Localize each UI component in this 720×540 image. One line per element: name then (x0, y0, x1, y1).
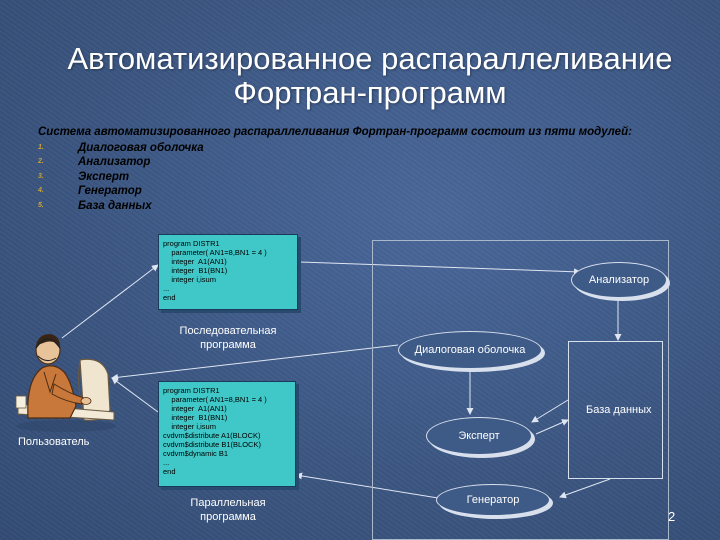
db-to-generator-line (559, 478, 611, 499)
list-label: Генератор (78, 185, 142, 198)
code-line: cvdvm$dynamic B1 (163, 449, 229, 458)
caption-line: Параллельная (190, 497, 266, 509)
caption-line: Последовательная (179, 325, 277, 337)
dialog-shell-node: Диалоговая оболочка (398, 331, 542, 369)
code-line: integer i,isum (163, 275, 216, 284)
list-number: 4. (38, 187, 44, 195)
page-number: 2 (668, 509, 676, 524)
expert-to-db-line (535, 419, 569, 435)
code-line: integer A1(AN1) (163, 257, 227, 266)
code-line: program DISTR1 (163, 386, 220, 395)
analyzer-node: Анализатор (571, 262, 667, 298)
generator-to-parallel-line (295, 472, 439, 499)
list-label: Диалоговая оболочка (78, 142, 204, 154)
list-number: 5. (38, 201, 44, 209)
sequential-program-caption: Последовательная программа (160, 324, 296, 352)
list-item: 1. Диалоговая оболочка (38, 142, 204, 156)
db-to-expert-line (531, 399, 569, 423)
code-line: integer i,isum (163, 422, 216, 431)
code-line: cvdvm$distribute A1(BLOCK) (163, 431, 261, 440)
code-line: integer B1(BN1) (163, 266, 228, 275)
list-item: 2. Анализатор (38, 156, 204, 170)
user-at-computer-icon (15, 334, 116, 432)
code-line: integer B1(BN1) (163, 413, 228, 422)
code-line: parameter( AN1=8,BN1 = 4 ) (163, 248, 267, 257)
code-line: ... (163, 284, 170, 293)
code-line: program DISTR1 (163, 239, 220, 248)
code-line: integer A1(AN1) (163, 404, 227, 413)
caption-line: программа (200, 339, 256, 351)
code-line: end (163, 467, 176, 476)
slide-title: Автоматизированное распараллеливание Фор… (60, 42, 680, 110)
list-item: 4. Генератор (38, 185, 204, 199)
parallel-program-box: program DISTR1 parameter( AN1=8,BN1 = 4 … (158, 381, 296, 487)
seq-to-analyzer-line (299, 261, 581, 276)
user-label: Пользователь (18, 436, 90, 448)
code-line: cvdvm$distribute B1(BLOCK) (163, 440, 261, 449)
parallel-to-user-line (111, 377, 159, 413)
list-item: 3. Эксперт (38, 171, 204, 185)
database-box (568, 341, 663, 479)
parallel-program-caption: Параллельная программа (160, 496, 296, 524)
code-line: ... (163, 458, 170, 467)
sequential-program-box: program DISTR1 parameter( AN1=8,BN1 = 4 … (158, 234, 298, 310)
list-label: База данных (78, 199, 152, 212)
code-line: end (163, 293, 176, 302)
intro-text: Система автоматизированного распараллели… (38, 126, 632, 138)
generator-node: Генератор (436, 484, 550, 516)
slide-title-line2: Фортран-программ (233, 75, 507, 110)
list-label: Анализатор (78, 156, 151, 169)
user-to-seq-line (61, 264, 159, 339)
list-number: 2. (38, 158, 44, 166)
list-number: 1. (38, 144, 44, 151)
slide-title-line1: Автоматизированное распараллеливание (67, 41, 673, 76)
module-list: 1. Диалоговая оболочка 2. Анализатор 3. Экс… (38, 142, 204, 214)
expert-node: Эксперт (426, 417, 532, 455)
shell-to-user-line (111, 344, 399, 381)
code-line: parameter( AN1=8,BN1 = 4 ) (163, 395, 267, 404)
list-item: 5. База данных (38, 200, 204, 214)
database-label: База данных (586, 404, 652, 416)
caption-line: программа (200, 511, 256, 523)
list-label: Эксперт (78, 170, 130, 183)
list-number: 3. (38, 172, 44, 180)
